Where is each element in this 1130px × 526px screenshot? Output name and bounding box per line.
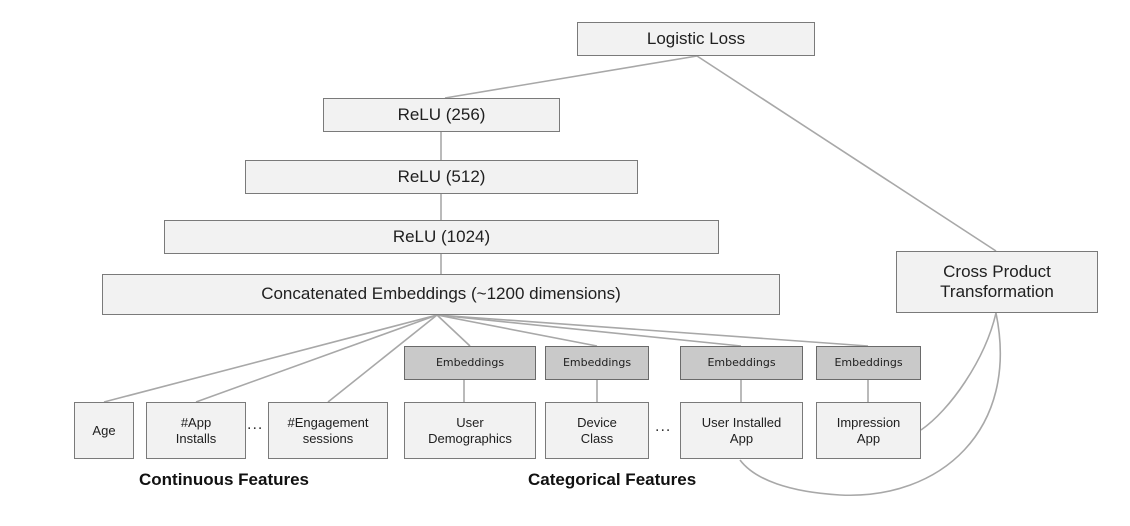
edge-loss-cross [696, 55, 997, 252]
relu-512-layer: ReLU (512) [245, 160, 638, 194]
edge-concat-engagement [327, 314, 438, 403]
edge-concat-emb3 [436, 314, 742, 347]
edge-concat-emb1 [436, 314, 471, 347]
continuous-features-label: Continuous Features [139, 470, 310, 489]
edge-concat-app-installs [195, 314, 438, 403]
feature-user-installed-app: User Installed App [680, 402, 803, 459]
edge-concat-emb2 [436, 314, 598, 347]
categorical-ellipsis: ... [655, 418, 672, 435]
feature-engagement-sessions: #Engagement sessions [268, 402, 388, 459]
edge-concat-age [103, 314, 438, 403]
edge-cross-user-installed-app [739, 312, 1002, 496]
edge-concat-emb4 [436, 314, 869, 347]
categorical-features-label: Categorical Features [528, 470, 697, 489]
relu-1024-layer: ReLU (1024) [164, 220, 719, 254]
continuous-ellipsis: ... [247, 416, 264, 433]
feature-device-class: Device Class [545, 402, 649, 459]
edge-cross-impression-app [920, 312, 997, 431]
feature-user-demographics: User Demographics [404, 402, 536, 459]
cross-product-transformation: Cross Product Transformation [896, 251, 1098, 313]
feature-app-installs: #App Installs [146, 402, 246, 459]
logistic-loss-layer: Logistic Loss [577, 22, 815, 56]
feature-age: Age [74, 402, 134, 459]
relu-256-layer: ReLU (256) [323, 98, 560, 132]
edge-loss-relu256 [444, 55, 698, 99]
embeddings-box-impression-app: Embeddings [816, 346, 921, 380]
embeddings-box-device-class: Embeddings [545, 346, 649, 380]
concatenated-embeddings-layer: Concatenated Embeddings (~1200 dimension… [102, 274, 780, 315]
embeddings-box-demographics: Embeddings [404, 346, 536, 380]
embeddings-box-user-installed-app: Embeddings [680, 346, 803, 380]
feature-impression-app: Impression App [816, 402, 921, 459]
